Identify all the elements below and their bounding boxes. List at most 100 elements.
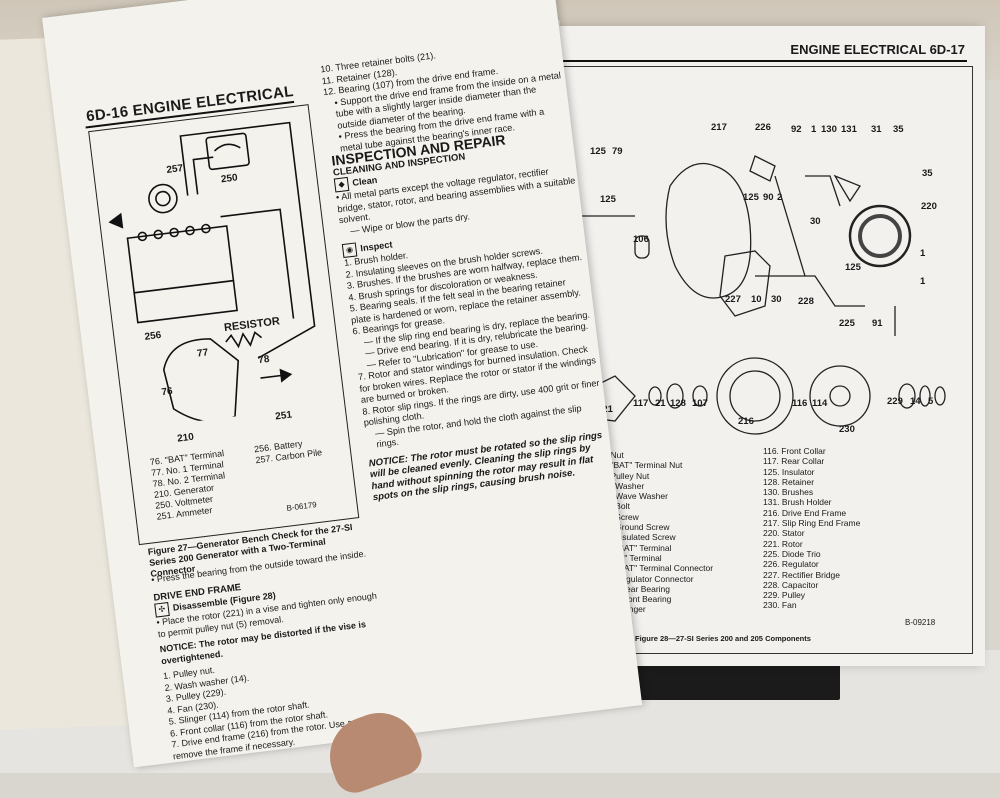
figure-27-frame: 257 250 256 RESISTOR 77 78 76 210 251 76…: [88, 104, 360, 546]
callout-257: 257: [165, 162, 184, 176]
list-item: 14. Wave Washer: [601, 491, 668, 502]
list-item: 116. Front Collar: [763, 446, 826, 456]
num-125c: 125: [743, 192, 759, 203]
battery: [126, 225, 235, 294]
callout-76: 76: [160, 385, 174, 399]
list-item: 125. Insulator: [763, 466, 815, 477]
callout-210: 210: [176, 431, 195, 445]
num-114: 114: [812, 398, 828, 409]
list-item: 131. Brush Holder: [763, 497, 832, 508]
list-item: 92. Regulator Connector: [601, 573, 694, 584]
list-item: 10. Washer: [601, 480, 645, 491]
num-125d: 125: [845, 262, 861, 273]
rectifier-bridge: [719, 250, 771, 317]
num-30a: 30: [810, 216, 821, 227]
num-106: 106: [633, 234, 649, 245]
bench-check-wiring-diagram: [108, 121, 316, 423]
generator: [162, 338, 240, 423]
num-1c: 1: [920, 276, 926, 287]
drive-end-frame: [716, 357, 794, 435]
list-item: 79. "R" Terminal: [601, 552, 662, 563]
num-10: 10: [751, 294, 762, 305]
num-90: 90: [763, 192, 774, 203]
num-217: 217: [711, 122, 727, 133]
num-230: 230: [839, 424, 855, 435]
list-item: 230. Fan: [763, 600, 797, 611]
num-227: 227: [725, 294, 741, 305]
num-107: 107: [692, 398, 708, 409]
num-226: 226: [755, 122, 771, 133]
callout-250: 250: [220, 172, 239, 186]
legend-left: 76. "BAT" Terminal 77. No. 1 Terminal 78…: [149, 448, 231, 523]
wire-top: [179, 121, 316, 359]
left-page: 6D-16 ENGINE ELECTRICAL 257 25: [42, 0, 643, 768]
list-item: 30. Screw: [601, 511, 639, 522]
parts-list-right: 116. Front Collar 117. Rear Collar 125. …: [763, 446, 860, 611]
num-14: 14: [910, 396, 921, 407]
list-item: 76. "BAT" Terminal: [601, 542, 672, 553]
stator: [848, 204, 912, 268]
num-91: 91: [872, 318, 883, 329]
num-35b: 35: [922, 168, 933, 179]
callout-77: 77: [196, 347, 209, 360]
num-229: 229: [887, 396, 903, 407]
diagram-code: B-06179: [286, 500, 318, 513]
callout-256: 256: [144, 329, 162, 343]
num-1b: 1: [920, 248, 926, 259]
components-exploded-diagram: [565, 155, 946, 435]
list-item: 107. Front Bearing: [601, 594, 672, 605]
list-item: 227. Rectifier Bridge: [763, 569, 841, 580]
clean-label: Clean: [351, 174, 378, 188]
num-35a: 35: [893, 124, 904, 135]
num-31: 31: [871, 124, 882, 135]
list-item: 117. Rear Collar: [763, 456, 825, 467]
voltmeter: [205, 132, 250, 171]
list-item: 228. Capacitor: [763, 579, 819, 590]
list-item: 220. Stator: [763, 528, 805, 539]
num-125b: 125: [600, 194, 616, 205]
list-item: 31. Ground Screw: [601, 522, 670, 533]
list-item: 128. Retainer: [763, 476, 815, 487]
figure-28-caption: Figure 28—27-SI Series 200 and 205 Compo…: [635, 634, 811, 643]
carbon-pile: [148, 183, 178, 214]
list-item: 106. Rear Bearing: [601, 583, 670, 594]
num-220: 220: [921, 201, 937, 212]
num-216: 216: [738, 416, 754, 427]
num-21: 21: [655, 398, 666, 409]
list-item: 5. Pulley Nut: [601, 470, 650, 481]
num-2: 2: [777, 192, 783, 203]
num-125: 125: [590, 146, 606, 157]
slip-ring-end-frame: [665, 162, 752, 299]
right-column: 10. Three retainer bolts (21). 11. Retai…: [320, 35, 612, 503]
list-item: 35. Insulated Screw: [601, 532, 676, 543]
right-page-header: ENGINE ELECTRICAL 6D-17: [790, 42, 965, 57]
fan: [809, 365, 871, 427]
num-228: 228: [798, 296, 814, 307]
list-item: 229. Pulley: [763, 590, 806, 601]
list-item: 216. Drive End Frame: [763, 507, 847, 518]
num-131: 131: [841, 124, 857, 135]
num-225: 225: [839, 318, 855, 329]
list-item: 130. Brushes: [763, 487, 814, 498]
list-item: 217. Slip Ring End Frame: [763, 518, 861, 529]
num-117: 117: [633, 398, 649, 409]
num-130: 130: [821, 124, 837, 135]
num-92: 92: [791, 124, 802, 135]
resistor: [225, 331, 263, 349]
num-79: 79: [612, 146, 623, 157]
legend-right: 256. Battery 257. Carbon Pile: [254, 436, 323, 466]
list-item: 225. Diode Trio: [763, 548, 821, 559]
list-item: 90. "BAT" Terminal Connector: [601, 563, 714, 574]
callout-251: 251: [274, 409, 293, 423]
list-item: 1. Nut: [601, 450, 624, 460]
list-item: 2. "BAT" Terminal Nut: [601, 460, 683, 471]
diagram-code: B-09218: [905, 618, 936, 627]
header-rule: [553, 60, 967, 62]
num-5: 5: [928, 396, 934, 407]
list-item: 221. Rotor: [763, 538, 803, 549]
inspect-label: Inspect: [359, 239, 393, 254]
num-128: 128: [670, 398, 686, 409]
callout-78: 78: [257, 353, 271, 367]
num-30b: 30: [771, 294, 782, 305]
list-item: 226. Regulator: [763, 559, 819, 570]
